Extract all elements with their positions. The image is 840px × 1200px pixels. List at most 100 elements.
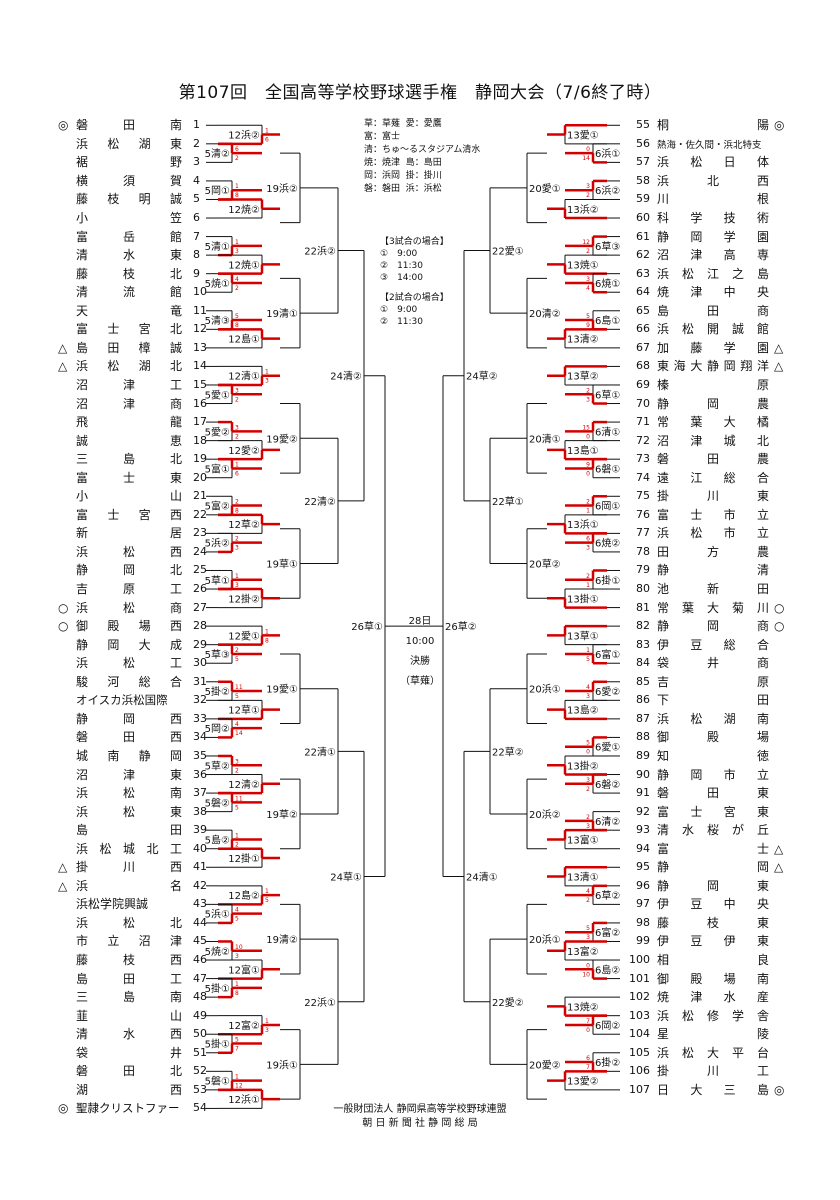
team-name-text: 浜松商 (76, 600, 182, 615)
score-label: 14 (582, 155, 590, 162)
team-number: 73 (636, 452, 650, 466)
team-name-text: 沼津高専 (657, 248, 769, 263)
team-number: 1 (193, 118, 200, 132)
game-label: 12焼① (228, 259, 260, 271)
team-name: 浜松南 (76, 785, 182, 801)
team-name-text: 静岡市立 (657, 767, 769, 782)
game-label: 13浜② (567, 204, 599, 216)
team-name-text: 袋井商 (657, 656, 769, 671)
team-name: 伊豆中央 (657, 896, 769, 912)
team-name-text: 御殿場西 (76, 619, 182, 634)
team-name-text: 磐田東 (657, 786, 769, 801)
team-name: 新居 (76, 525, 182, 541)
team-number: 81 (636, 600, 650, 614)
score-label: 1 (265, 369, 269, 376)
round-label: 20浜① (529, 684, 561, 696)
team-name-text: 川根 (657, 192, 769, 207)
team-name-text: 浜松市立 (657, 526, 769, 541)
seed-mark: ○ (774, 619, 785, 634)
round-label: 22浜① (304, 997, 336, 1009)
score-label: 1 (235, 573, 239, 580)
game-label: 13島① (567, 444, 599, 457)
round-label: 22浜② (304, 245, 336, 257)
round-label: 19浜① (266, 1059, 298, 1071)
team-name: 浜北西 (657, 173, 769, 189)
score-label: 2 (235, 841, 239, 848)
score-label: 3 (586, 777, 590, 784)
team-number: 99 (636, 934, 650, 948)
score-label: 2 (235, 396, 239, 403)
score-label: 6 (586, 1055, 590, 1062)
team-name: 清水西 (76, 1026, 182, 1042)
team-name: 浜松日体 (657, 154, 769, 170)
team-number: 5 (193, 192, 200, 206)
score-label: 3 (235, 387, 239, 394)
team-number: 54 (193, 1101, 207, 1115)
team-name: 浜松湖北 (76, 358, 182, 374)
score-label: 3 (235, 758, 239, 765)
seed-mark: ◎ (58, 118, 69, 133)
score-label: 1 (235, 832, 239, 839)
team-number: 2 (193, 136, 200, 150)
team-name: 富士東 (76, 470, 182, 486)
team-number: 24 (193, 544, 207, 558)
seed-mark: △ (58, 340, 68, 355)
team-name-text: 藤枝東 (657, 915, 769, 930)
seed-mark: ○ (58, 600, 69, 615)
team-number: 8 (193, 248, 200, 262)
round-label: 20愛② (529, 1058, 561, 1071)
team-name: 加藤学園 (657, 340, 769, 356)
game-label: 5清① (205, 240, 230, 253)
game-label: 12愛① (228, 629, 260, 642)
round-label: 20草② (529, 559, 561, 571)
score-label: 0 (586, 470, 590, 477)
team-number: 106 (629, 1064, 650, 1078)
team-name-text: 相良 (657, 953, 769, 968)
game-label: 6清① (595, 425, 620, 438)
team-name: 富士宮西 (76, 507, 182, 523)
team-name-text: 横須賀 (76, 173, 182, 188)
team-number: 97 (636, 897, 650, 911)
team-name-text: 静岡 (657, 860, 769, 875)
game-label: 12焼② (228, 204, 260, 216)
seed-mark: △ (774, 340, 784, 355)
score-label: 6 (235, 470, 239, 477)
team-name-text: 桐陽 (657, 118, 769, 133)
team-number: 69 (636, 377, 650, 391)
score-label: 6 (235, 146, 239, 153)
team-number: 48 (193, 990, 207, 1004)
score-label: 7 (586, 1064, 590, 1071)
team-name: 沼津東 (76, 767, 182, 783)
team-number: 104 (629, 1027, 650, 1041)
score-label: 5 (586, 313, 590, 320)
team-number: 33 (193, 711, 207, 725)
team-name: 城南静岡 (76, 748, 182, 764)
team-name: 田方農 (657, 544, 769, 560)
team-name-text: 東海大静岡翔洋 (657, 359, 769, 374)
score-label: 9 (586, 461, 590, 468)
team-name-text: 伊豆総合 (657, 637, 769, 652)
team-name-text: 沼津東 (76, 767, 182, 782)
score-label: 14 (235, 730, 243, 737)
score-label: 9 (586, 322, 590, 329)
team-number: 3 (193, 155, 200, 169)
game-label: 5愛② (205, 425, 230, 438)
team-name: 沼津高専 (657, 247, 769, 263)
round-label: 20清① (529, 432, 561, 445)
team-name: 静岡西 (76, 711, 182, 727)
game-label: 6岡② (595, 1020, 620, 1032)
team-number: 90 (636, 767, 650, 781)
team-number: 75 (636, 489, 650, 503)
team-name: 市立沼津 (76, 933, 182, 949)
score-label: 10 (235, 944, 243, 951)
seed-mark: ○ (58, 619, 69, 634)
team-name-text: 清流館 (76, 285, 182, 300)
score-label: 0 (586, 433, 590, 440)
game-label: 6焼② (595, 538, 620, 550)
team-name-text: 浜松湖東 (76, 136, 182, 151)
team-number: 94 (636, 841, 650, 855)
team-name: 裾野 (76, 154, 182, 170)
team-number: 13 (193, 340, 207, 354)
round-label: 24草① (330, 872, 362, 884)
score-label: 0 (586, 749, 590, 756)
